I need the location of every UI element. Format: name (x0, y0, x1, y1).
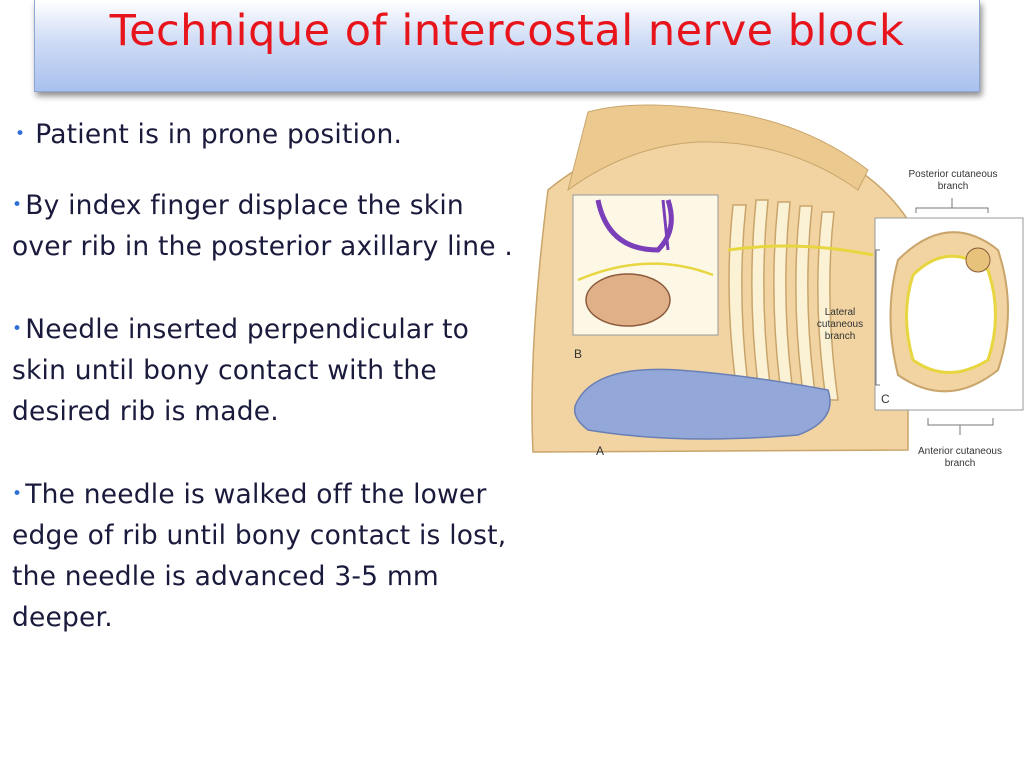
blue-drape (573, 368, 831, 440)
bullet-list: •Patient is in prone position. •By index… (12, 114, 527, 680)
panel-b-label: B (574, 347, 582, 361)
bullet-text: By index finger displace the skin over r… (12, 190, 513, 262)
title-banner: Technique of intercostal nerve block (34, 0, 980, 92)
panel-c-label: C (881, 392, 890, 406)
lateral-label-3: branch (825, 331, 856, 342)
bullet-dot: • (12, 484, 23, 504)
anatomy-svg: B A C Posterior cutaneous branch Lateral… (531, 104, 1024, 469)
bullet-item: •By index finger displace the skin over … (12, 185, 527, 267)
posterior-label-1: Posterior cutaneous (909, 169, 998, 180)
anterior-bracket (927, 418, 994, 435)
anterior-label-2: branch (945, 458, 976, 469)
lateral-label-1: Lateral (825, 307, 856, 318)
bullet-dot: • (15, 124, 26, 144)
lateral-label-2: cutaneous (817, 319, 863, 330)
bullet-dot: • (12, 195, 23, 215)
panel-a-label: A (596, 444, 604, 458)
torso-shoulder (567, 104, 869, 192)
inset-c: C (874, 217, 1024, 411)
bullet-text: Patient is in prone position. (35, 119, 403, 150)
lateral-bracket (875, 249, 880, 386)
rib-cage (728, 199, 839, 401)
bullet-dot: • (12, 319, 23, 339)
inset-b: B (572, 194, 719, 361)
slide-title: Technique of intercostal nerve block (109, 5, 905, 56)
bullet-text: Needle inserted perpendicular to skin un… (12, 314, 470, 427)
bullet-text: The needle is walked off the lower edge … (12, 479, 507, 633)
posterior-bracket (915, 198, 989, 213)
anterior-label-1: Anterior cutaneous (918, 446, 1002, 457)
bullet-item: •Needle inserted perpendicular to skin u… (12, 309, 527, 432)
posterior-label-2: branch (938, 181, 969, 192)
bullet-item: • Patient is in prone position. (12, 114, 527, 155)
bullet-item: •The needle is walked off the lower edge… (12, 474, 527, 638)
intercostal-nerve (727, 244, 874, 257)
intercostal-anatomy-illustration: B A C Posterior cutaneous branch Lateral… (528, 100, 1024, 490)
